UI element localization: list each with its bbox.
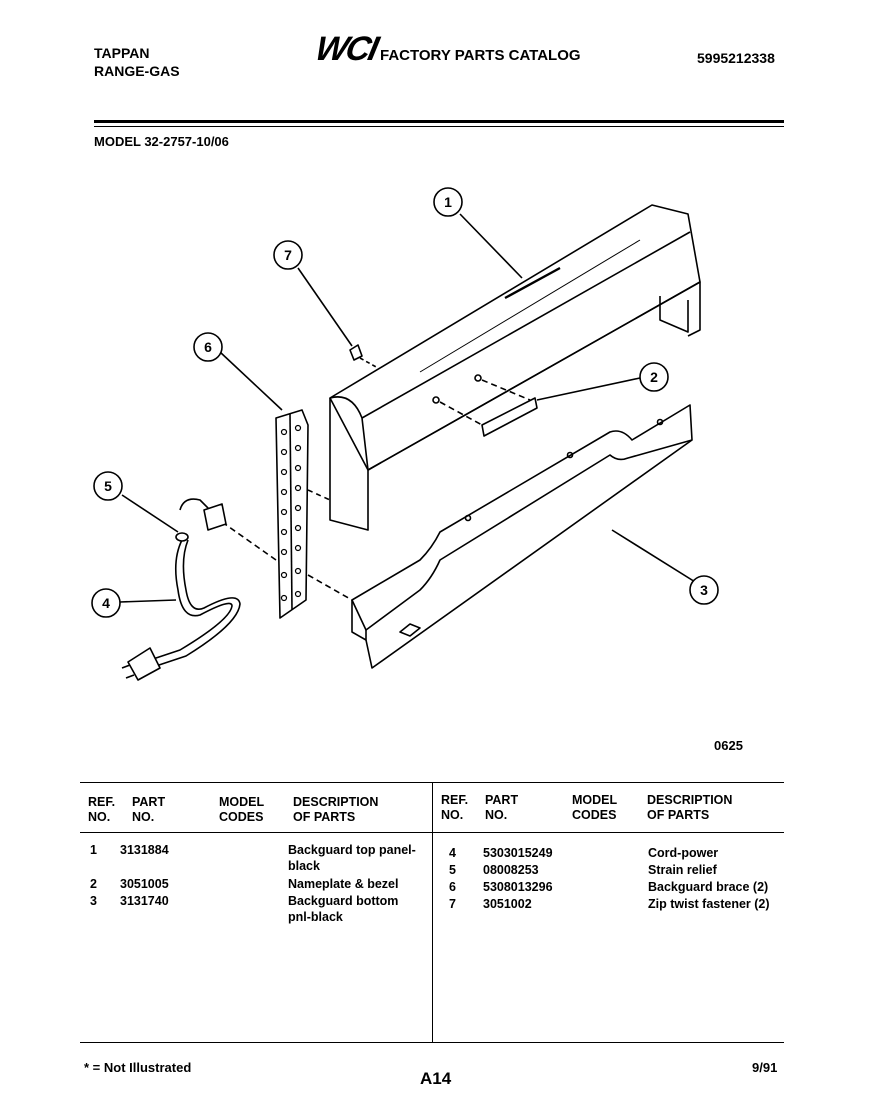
brand-line-2: RANGE-GAS xyxy=(94,63,180,79)
row-6-ref: 6 xyxy=(449,880,456,894)
power-cord xyxy=(119,539,241,681)
table-bottom-rule xyxy=(80,1042,784,1043)
row-6-desc: Backguard brace (2) xyxy=(648,880,769,894)
row-5-desc: Strain relief xyxy=(648,863,717,877)
row-5-ref: 5 xyxy=(449,863,456,877)
callout-3: 3 xyxy=(700,582,708,598)
not-illustrated-note: * = Not Illustrated xyxy=(84,1060,192,1075)
page-code: A14 xyxy=(420,1069,452,1088)
callout-4: 4 xyxy=(102,595,110,611)
row-2-part: 3051005 xyxy=(120,877,169,891)
zip-twist-fastener xyxy=(297,267,379,369)
row-3-part: 3131740 xyxy=(120,894,169,908)
row-7-desc: Zip twist fastener (2) xyxy=(648,897,770,911)
row-4-part: 5303015249 xyxy=(483,846,553,860)
row-2-desc: Nameplate & bezel xyxy=(288,877,399,891)
row-1-part: 3131884 xyxy=(120,843,169,857)
brand-line-1: TAPPAN xyxy=(94,45,150,61)
row-1-desc: Backguard top panel-black xyxy=(288,843,416,873)
backguard-brace xyxy=(219,351,353,619)
catalog-number: 5995212338 xyxy=(697,50,775,66)
exploded-parts-diagram: 1 2 3 4 5 6 7 xyxy=(91,187,719,681)
model-label: MODEL 32-2757-10/06 xyxy=(94,134,229,149)
row-1-ref: 1 xyxy=(90,843,97,857)
backguard-top-panel xyxy=(329,204,701,531)
strain-relief xyxy=(121,494,227,542)
nameplate-bezel xyxy=(439,377,641,437)
row-4-ref: 4 xyxy=(449,846,456,860)
callout-2: 2 xyxy=(650,369,658,385)
row-3-ref: 3 xyxy=(90,894,97,908)
catalog-title: FACTORY PARTS CATALOG xyxy=(380,47,581,64)
header-rule-thin xyxy=(94,126,784,127)
row-5-part: 08008253 xyxy=(483,863,539,877)
callout-6: 6 xyxy=(204,339,212,355)
row-7-part: 3051002 xyxy=(483,897,532,911)
header-rule-thick xyxy=(94,120,784,123)
drawing-code: 0625 xyxy=(714,738,743,753)
row-7-ref: 7 xyxy=(449,897,456,911)
col-ref-header-left: REF.NO. xyxy=(88,795,116,824)
callout-1: 1 xyxy=(444,194,452,210)
catalog-date: 9/91 xyxy=(752,1060,778,1075)
backguard-bottom-panel xyxy=(351,404,701,669)
col-ref-header-right: REF.NO. xyxy=(441,793,469,822)
callout-5: 5 xyxy=(104,478,112,494)
row-6-part: 5308013296 xyxy=(483,880,553,894)
row-4-desc: Cord-power xyxy=(648,846,719,860)
callout-7: 7 xyxy=(284,247,292,263)
row-2-ref: 2 xyxy=(90,877,97,891)
table-divider xyxy=(432,782,433,1042)
